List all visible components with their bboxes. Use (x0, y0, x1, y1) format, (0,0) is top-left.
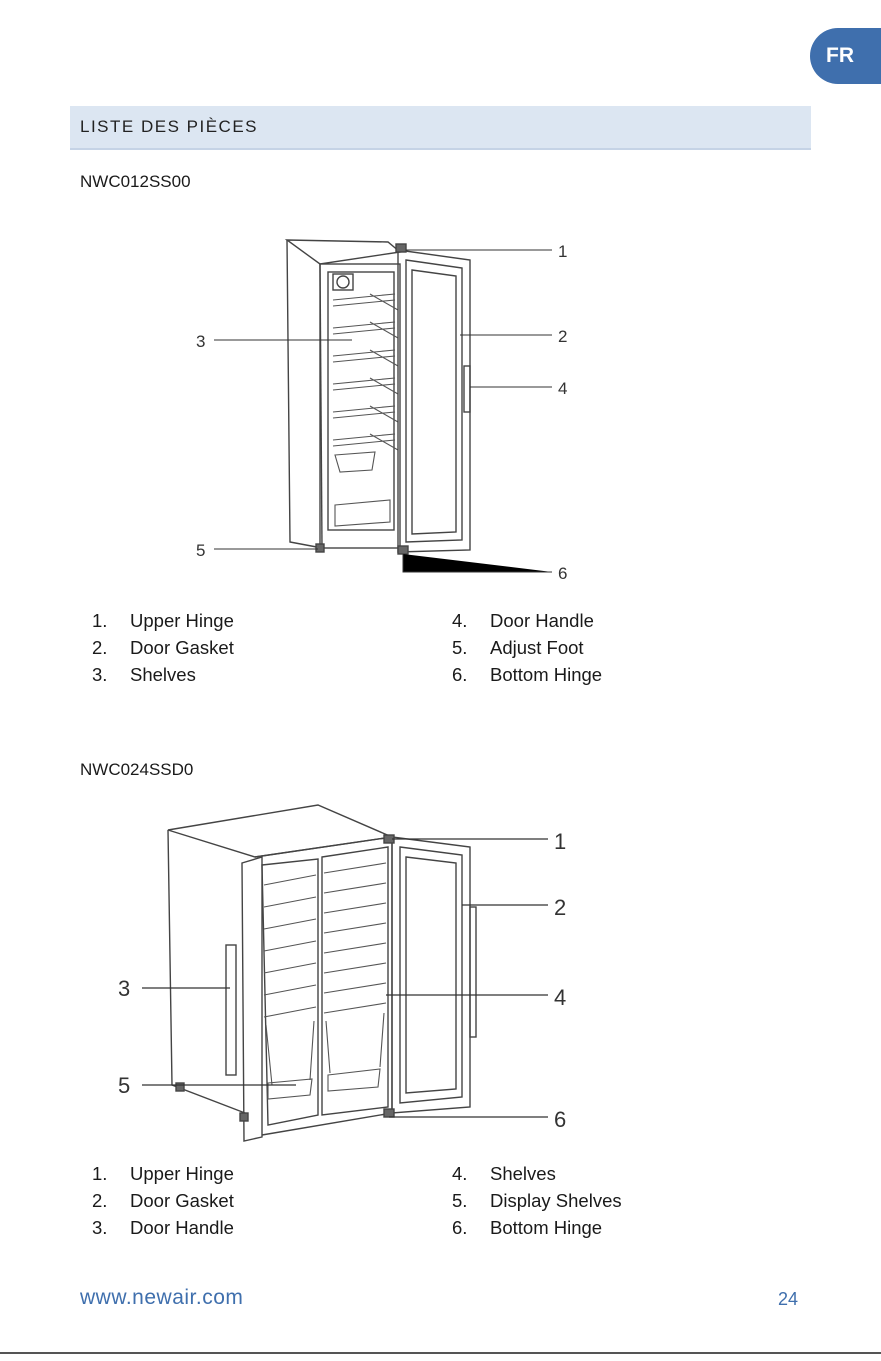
wine-cooler-diagram-2: 1 2 3 4 5 6 (0, 795, 881, 1155)
part-item: 4.Door Handle (452, 610, 594, 632)
wine-cooler-diagram-1: 1 2 3 4 5 6 (0, 230, 881, 590)
callout-1: 1 (558, 242, 567, 261)
page-number: 24 (778, 1289, 798, 1310)
section-title: LISTE DES PIÈCES (70, 106, 811, 150)
callout-5: 5 (196, 541, 205, 560)
callout-4: 4 (558, 379, 567, 398)
callout-2: 2 (558, 327, 567, 346)
part-item: 3.Shelves (92, 664, 196, 686)
callout-2: 2 (554, 895, 566, 920)
part-item: 6.Bottom Hinge (452, 1217, 602, 1239)
part-item: 5.Display Shelves (452, 1190, 622, 1212)
part-item: 4.Shelves (452, 1163, 556, 1185)
website-link[interactable]: www.newair.com (80, 1286, 243, 1310)
callout-5: 5 (118, 1073, 130, 1098)
language-tab: FR (810, 28, 881, 84)
part-item: 1.Upper Hinge (92, 1163, 234, 1185)
callout-1: 1 (554, 829, 566, 854)
callout-6: 6 (554, 1107, 566, 1132)
part-item: 2.Door Gasket (92, 637, 234, 659)
part-item: 1.Upper Hinge (92, 610, 234, 632)
part-item: 5.Adjust Foot (452, 637, 584, 659)
model-name-1: NWC012SS00 (80, 172, 191, 192)
callout-4: 4 (554, 985, 566, 1010)
model-name-2: NWC024SSD0 (80, 760, 193, 780)
callout-3: 3 (196, 332, 205, 351)
callout-3: 3 (118, 976, 130, 1001)
bottom-rule (0, 1352, 881, 1354)
callout-6: 6 (558, 564, 567, 583)
part-item: 6.Bottom Hinge (452, 664, 602, 686)
part-item: 3.Door Handle (92, 1217, 234, 1239)
part-item: 2.Door Gasket (92, 1190, 234, 1212)
